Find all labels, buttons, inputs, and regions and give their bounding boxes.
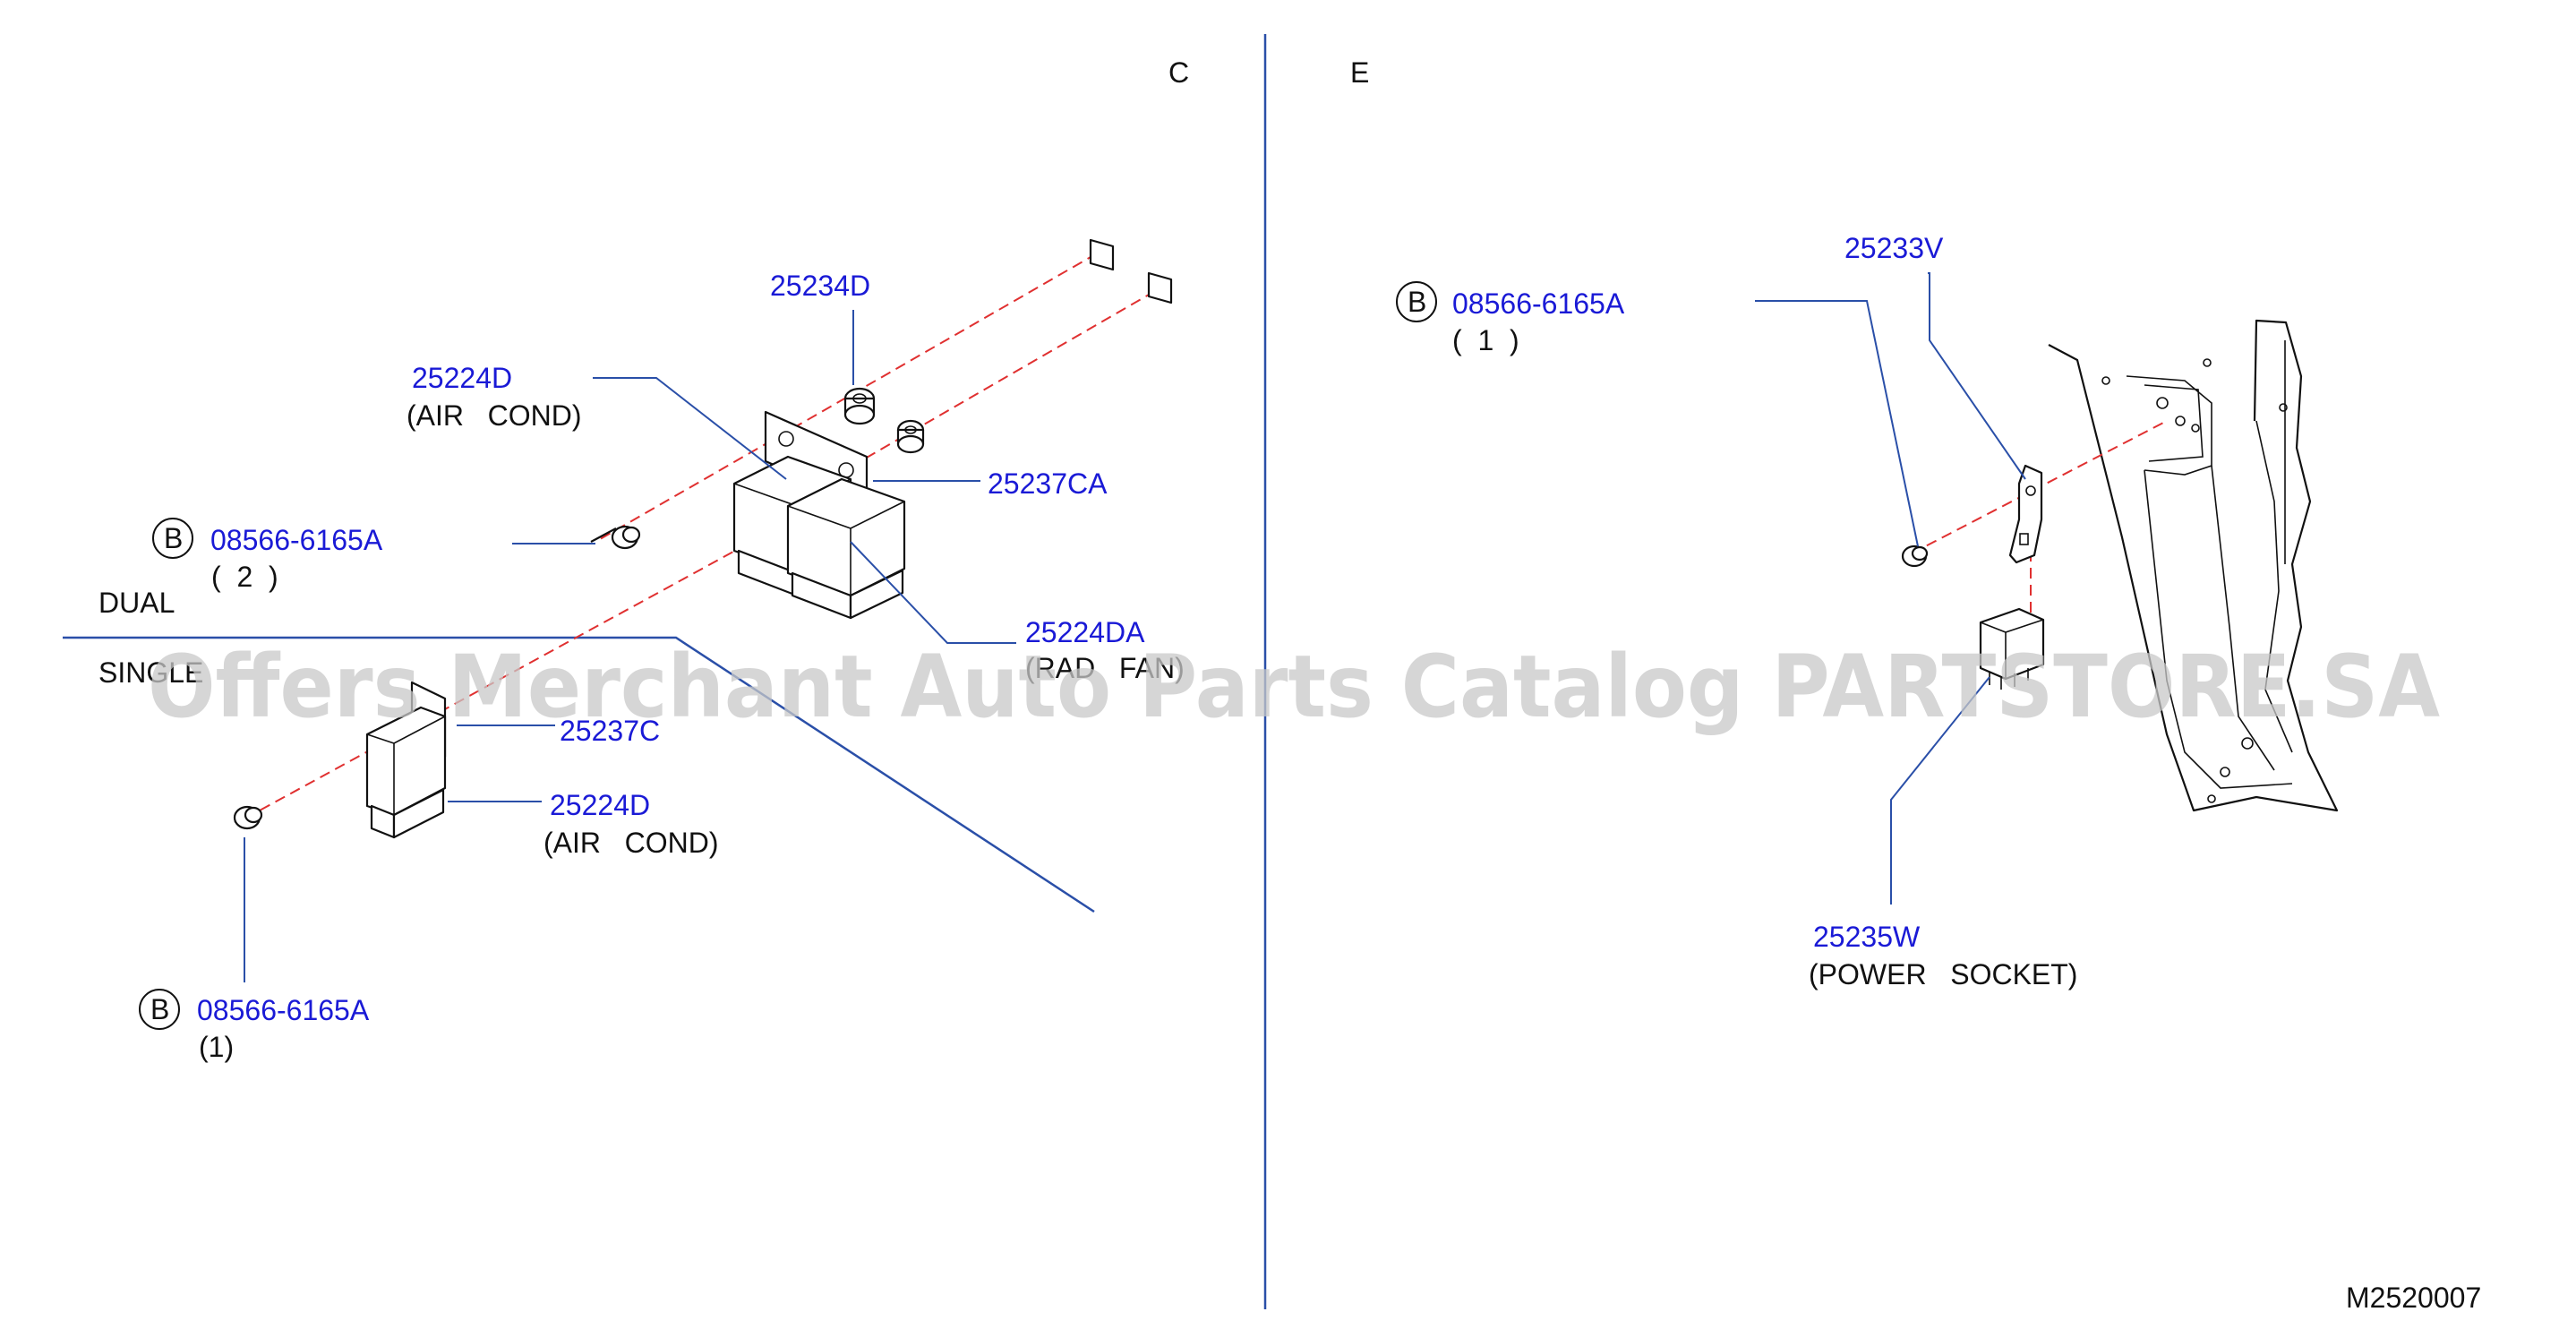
callout-part-number[interactable]: 25224DA xyxy=(1025,616,1145,648)
grommet-part xyxy=(843,387,876,425)
grommet-part xyxy=(896,419,925,454)
callout-part-number[interactable]: 25233V xyxy=(1844,232,1944,264)
clip-part xyxy=(1147,271,1173,304)
callout-part-number[interactable]: 25237CA xyxy=(988,467,1108,500)
watermark: Offers Merchant Auto Parts Catalog PARTS… xyxy=(148,637,2440,737)
callout-badge: B xyxy=(1408,286,1426,318)
callout-note: (1) xyxy=(199,1031,234,1063)
alignment-line xyxy=(595,253,1098,543)
callout-badge: B xyxy=(164,522,183,554)
dual-single-divider xyxy=(63,636,1095,913)
leader-line xyxy=(593,377,787,480)
leader-line xyxy=(1755,300,1919,547)
leader-line xyxy=(1890,676,1990,905)
callout-note: (AIR COND) xyxy=(543,827,719,859)
diagram-code: M2520007 xyxy=(2346,1282,2481,1314)
section-label-left: C xyxy=(1168,56,1189,89)
leader-line xyxy=(850,541,1016,644)
badge-circle xyxy=(1396,281,1437,322)
bolt-part xyxy=(590,525,641,550)
callout-part-number[interactable]: 25224D xyxy=(412,362,512,394)
callout-part-number[interactable]: 08566-6165A xyxy=(210,524,383,556)
clip-part xyxy=(1089,238,1115,271)
relay-part xyxy=(365,706,447,839)
relay-part xyxy=(786,477,906,620)
badge-circle xyxy=(152,518,193,559)
callout-part-number[interactable]: 25234D xyxy=(770,270,870,302)
group-label-single: SINGLE xyxy=(98,656,203,689)
callout-part-number[interactable]: 25237C xyxy=(560,715,660,747)
relay-bracket-part xyxy=(2008,464,2043,564)
callout-part-number[interactable]: 25224D xyxy=(550,789,650,821)
callout-note: (POWER SOCKET) xyxy=(1809,958,2077,990)
callout-part-number[interactable]: 25235W xyxy=(1813,921,1921,953)
callout-part-number[interactable]: 08566-6165A xyxy=(1452,287,1625,320)
callout-note: (AIR COND) xyxy=(407,399,582,432)
callout-note: ( 1 ) xyxy=(1452,324,1519,356)
badge-circle xyxy=(139,989,180,1030)
callout-part-number[interactable]: 08566-6165A xyxy=(197,994,370,1026)
leader-line xyxy=(1928,272,2026,480)
bolt-part xyxy=(233,805,263,830)
bolt-part xyxy=(1901,544,1929,568)
group-label-dual: DUAL xyxy=(98,587,175,619)
section-label-right: E xyxy=(1350,56,1369,89)
callout-badge: B xyxy=(150,993,169,1025)
callout-note: (RAD FAN) xyxy=(1025,652,1185,684)
alignment-line xyxy=(836,290,1156,476)
body-panel-part xyxy=(2048,319,2339,812)
callout-note: ( 2 ) xyxy=(211,561,278,593)
